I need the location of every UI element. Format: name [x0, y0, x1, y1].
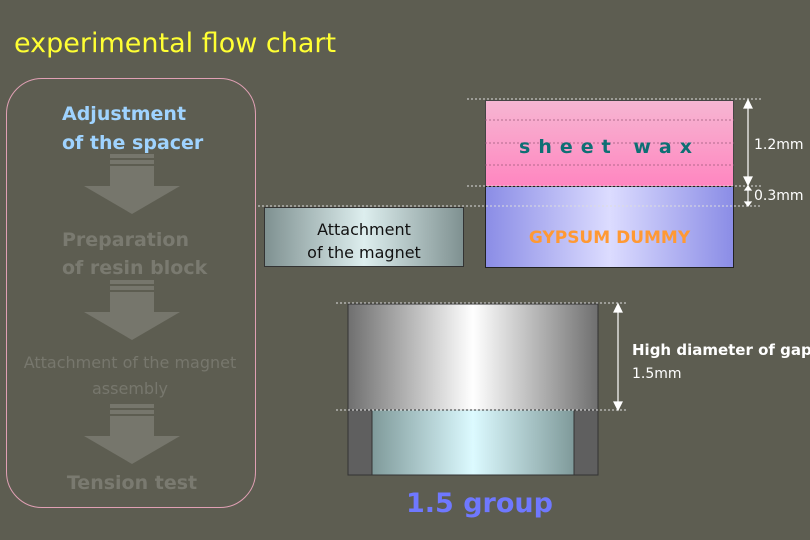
magnet-block: Attachment of the magnet [264, 207, 464, 267]
gap-dimension-arrow-icon [613, 302, 623, 412]
flow-step-magnet-assembly-line2: assembly [92, 379, 168, 398]
gap-label: High diameter of gap [632, 341, 810, 359]
flow-arrow-3-icon [84, 404, 180, 464]
gypsum-dummy-label: GYPSUM DUMMY [528, 228, 691, 248]
flow-arrow-2-icon [84, 280, 180, 340]
flow-step-tension-test: Tension test [66, 472, 198, 494]
flow-arrow-1-icon [84, 154, 180, 214]
flow-step-preparation-line2: of resin block [62, 257, 208, 279]
flow-step-magnet-assembly-line1: Attachment of the magnet [23, 353, 237, 372]
page-title: experimental flow chart [14, 28, 337, 59]
cylinder-assembly [347, 303, 599, 476]
flow-step-preparation-line1: Preparation [62, 229, 189, 251]
magnet-label-line1: Attachment [317, 220, 411, 239]
wax-layer-lines [485, 119, 734, 166]
flow-step-adjustment: Adjustment of the spacer [62, 100, 203, 158]
reference-lines-top [258, 98, 762, 207]
flow-step-adjustment-line1: Adjustment [62, 103, 187, 125]
flow-step-adjustment-line2: of the spacer [62, 132, 204, 154]
spacer-dimension-arrow-icon [743, 185, 753, 207]
reference-lines-bottom [336, 302, 628, 411]
group-label: 1.5 group [406, 488, 553, 519]
wax-thickness-label: 1.2mm [754, 137, 804, 153]
sheet-wax-label: sheet wax [519, 136, 700, 158]
flow-step-preparation: Preparation of resin block [62, 226, 207, 282]
wax-dimension-arrow-icon [743, 98, 753, 187]
flow-chart-box [6, 78, 256, 508]
gap-value-label: 1.5mm [632, 366, 682, 382]
flow-step-magnet-assembly: Attachment of the magnet assembly [4, 350, 256, 402]
magnet-label-line2: of the magnet [307, 243, 421, 262]
spacer-thickness-label: 0.3mm [754, 188, 804, 204]
gypsum-dummy-block [485, 186, 734, 268]
